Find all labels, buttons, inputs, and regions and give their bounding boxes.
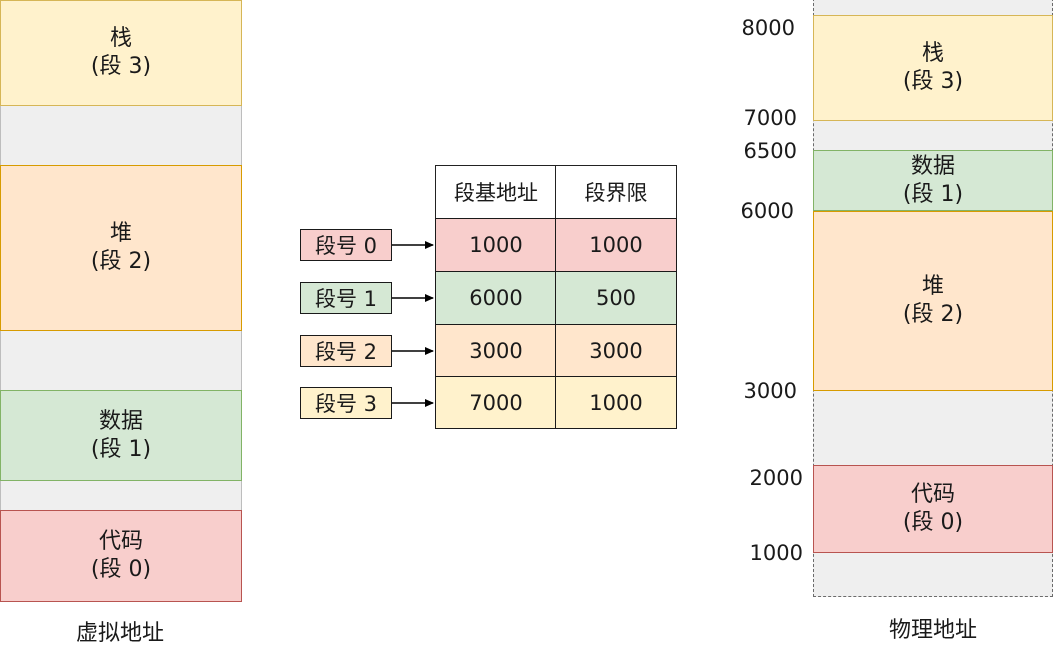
physical-address-caption: 物理地址 [888, 618, 977, 643]
virtual-free-gap [0, 331, 242, 390]
segment-name: 数据 [910, 153, 955, 179]
table-header-base: 段基地址 [435, 165, 557, 219]
segment-name: 堆 [109, 221, 132, 246]
address-label: 3000 [743, 379, 797, 403]
segment-label: (段 3) [90, 54, 152, 79]
table-cell-limit-0: 1000 [555, 218, 677, 272]
segment-label: (段 0) [90, 557, 152, 582]
virtual-free-gap [0, 106, 242, 165]
virtual-free-gap [0, 481, 242, 510]
segment-label: (段 1) [90, 436, 152, 462]
segment-number-3: 段号 3 [300, 387, 392, 419]
segment-name: 代码 [98, 529, 143, 554]
physical-segment-code: 代码 (段 0) [813, 465, 1053, 553]
address-label: 6500 [743, 139, 797, 163]
physical-segment-data: 数据 (段 1) [813, 150, 1053, 211]
virtual-address-caption: 虚拟地址 [75, 621, 164, 646]
segment-name: 栈 [921, 41, 944, 66]
segment-number-2: 段号 2 [300, 335, 392, 367]
physical-segment-stack: 栈 (段 3) [813, 15, 1053, 121]
virtual-address-space: 栈 (段 3) 堆 (段 2) 数据 (段 1) 代码 (段 0) [0, 0, 242, 602]
table-cell-limit-2: 3000 [555, 324, 677, 377]
segment-label: (段 2) [902, 302, 964, 327]
address-label: 1000 [749, 541, 803, 565]
segment-label: (段 1) [902, 181, 964, 207]
address-label: 2000 [749, 466, 803, 490]
virtual-segment-code: 代码 (段 0) [0, 510, 242, 602]
table-cell-base-0: 1000 [435, 218, 557, 272]
address-label: 6000 [740, 199, 794, 223]
segment-label: (段 0) [902, 510, 964, 535]
segment-name: 代码 [910, 482, 955, 507]
segment-name: 堆 [921, 274, 944, 299]
physical-segment-heap: 堆 (段 2) [813, 211, 1053, 391]
table-cell-limit-3: 1000 [555, 376, 677, 429]
segment-number-1: 段号 1 [300, 282, 392, 314]
virtual-segment-heap: 堆 (段 2) [0, 165, 242, 331]
table-cell-limit-1: 500 [555, 271, 677, 325]
segment-name: 数据 [98, 408, 143, 434]
segment-number-0: 段号 0 [300, 229, 392, 261]
segment-name: 栈 [109, 26, 132, 51]
table-header-limit: 段界限 [555, 165, 677, 219]
address-label: 8000 [741, 16, 795, 40]
virtual-segment-stack: 栈 (段 3) [0, 0, 242, 106]
virtual-segment-data: 数据 (段 1) [0, 390, 242, 481]
table-cell-base-2: 3000 [435, 324, 557, 377]
table-cell-base-1: 6000 [435, 271, 557, 325]
address-label: 7000 [743, 106, 797, 130]
table-cell-base-3: 7000 [435, 376, 557, 429]
segment-label: (段 3) [902, 69, 964, 94]
segment-label: (段 2) [90, 249, 152, 274]
